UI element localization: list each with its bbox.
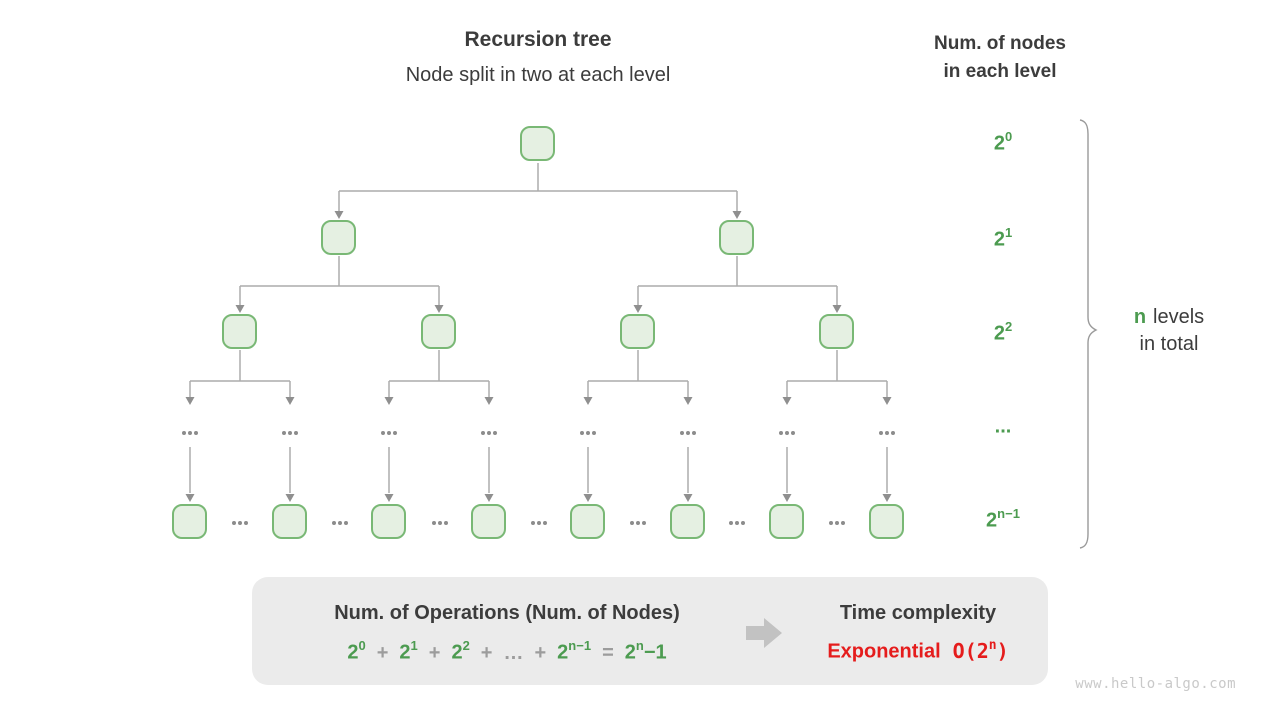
level-count-label-1: 21 <box>948 225 1058 252</box>
ellipsis-dots <box>232 521 248 525</box>
time-complexity-title: Time complexity <box>839 602 997 624</box>
level-count-label-4: 2n−1 <box>948 506 1058 533</box>
ellipsis-dots <box>680 431 696 435</box>
site-watermark: www.hello-algo.com <box>1075 676 1236 692</box>
arrow-head-icon <box>434 305 444 313</box>
arrow-head-icon <box>235 305 245 313</box>
ellipsis-dots <box>481 431 497 435</box>
ellipsis-dots <box>332 521 348 525</box>
diagram-title: Recursion tree <box>464 28 612 51</box>
formula-term: 22 <box>451 638 470 664</box>
arrow-head-icon <box>384 494 394 502</box>
ellipsis: … <box>503 641 524 664</box>
arrow-head-icon <box>583 494 593 502</box>
level-count-base: 2 <box>993 132 1005 155</box>
tree-node <box>719 220 754 255</box>
level-count-sup: n−1 <box>997 506 1020 521</box>
level-count-label-0: 20 <box>948 129 1058 156</box>
operations-block: Num. of Operations (Num. of Nodes) 20 + … <box>272 601 742 666</box>
arrow-head-icon <box>334 211 344 219</box>
arrow-head-icon <box>832 305 842 313</box>
arrow-head-icon <box>633 305 643 313</box>
arrow-head-icon <box>782 494 792 502</box>
tree-node <box>520 126 555 161</box>
legend-title-line2: in each level <box>943 61 1057 82</box>
levels-total-line2: in total <box>1139 333 1199 355</box>
ellipsis-dots <box>531 521 547 525</box>
ellipsis-dots <box>182 431 198 435</box>
tree-node <box>272 504 307 539</box>
tree-node <box>819 314 854 349</box>
level-count-sup: 1 <box>1004 225 1013 240</box>
tree-node <box>620 314 655 349</box>
arrow-head-icon <box>285 397 295 405</box>
levels-word: levels <box>1153 306 1205 328</box>
legend-title: Num. of nodes in each level <box>890 30 1110 86</box>
tree-node <box>869 504 904 539</box>
complexity-value: Exponential O(2n) <box>806 634 1030 665</box>
level-count-sup: 0 <box>1004 129 1013 144</box>
arrow-head-icon <box>384 397 394 405</box>
time-complexity-block: Time complexity Exponential O(2n) <box>806 601 1030 665</box>
arrow-head-icon <box>583 397 593 405</box>
level-count-label-3: ... <box>948 413 1058 439</box>
arrow-head-icon <box>285 494 295 502</box>
arrow-head-icon <box>732 211 742 219</box>
arrow-head-icon <box>185 397 195 405</box>
operations-formula: 20 + 21 + 22 + … + 2n−1 = 2n−1 <box>347 634 666 666</box>
arrow-head-icon <box>484 494 494 502</box>
tree-node <box>570 504 605 539</box>
tree-node <box>371 504 406 539</box>
ellipsis-dots <box>580 431 596 435</box>
arrow-head-icon <box>683 494 693 502</box>
level-count-base: ... <box>994 415 1012 438</box>
ellipsis-dots <box>432 521 448 525</box>
tree-node <box>471 504 506 539</box>
equals-operator: = <box>602 641 614 664</box>
tree-node <box>421 314 456 349</box>
formula-term: 20 <box>347 638 366 664</box>
arrow-head-icon <box>782 397 792 405</box>
ellipsis-dots <box>282 431 298 435</box>
formula-result: 2n−1 <box>624 638 667 664</box>
arrow-head-icon <box>484 397 494 405</box>
arrow-head-icon <box>185 494 195 502</box>
ellipsis-dots <box>779 431 795 435</box>
tree-node <box>172 504 207 539</box>
ellipsis-dots <box>829 521 845 525</box>
ellipsis-dots <box>879 431 895 435</box>
tree-node <box>321 220 356 255</box>
arrow-head-icon <box>683 397 693 405</box>
operations-title: Num. of Operations (Num. of Nodes) <box>334 602 680 624</box>
level-count-base: 2 <box>993 228 1005 251</box>
ellipsis-dots <box>729 521 745 525</box>
plus-operator: + <box>376 641 389 664</box>
ellipsis-dots <box>381 431 397 435</box>
legend-title-line1: Num. of nodes <box>934 33 1066 54</box>
tree-node <box>222 314 257 349</box>
plus-operator: + <box>428 641 441 664</box>
summary-panel <box>252 577 1048 685</box>
plus-operator: + <box>480 641 493 664</box>
level-count-base: 2 <box>993 322 1005 345</box>
ellipsis-dots <box>630 521 646 525</box>
formula-term: 21 <box>399 638 418 664</box>
diagram-subtitle: Node split in two at each level <box>405 64 671 86</box>
big-o-notation: O(2n) <box>952 638 1009 663</box>
level-count-base: 2 <box>986 509 998 532</box>
arrow-head-icon <box>882 494 892 502</box>
tree-node <box>670 504 705 539</box>
plus-operator: + <box>534 641 547 664</box>
n-highlight: n <box>1133 306 1147 328</box>
level-count-label-2: 22 <box>948 319 1058 346</box>
level-count-sup: 2 <box>1004 319 1013 334</box>
tree-node <box>769 504 804 539</box>
arrow-head-icon <box>882 397 892 405</box>
levels-brace <box>1079 119 1098 549</box>
formula-term: 2n−1 <box>557 638 592 664</box>
complexity-name: Exponential <box>827 640 941 663</box>
